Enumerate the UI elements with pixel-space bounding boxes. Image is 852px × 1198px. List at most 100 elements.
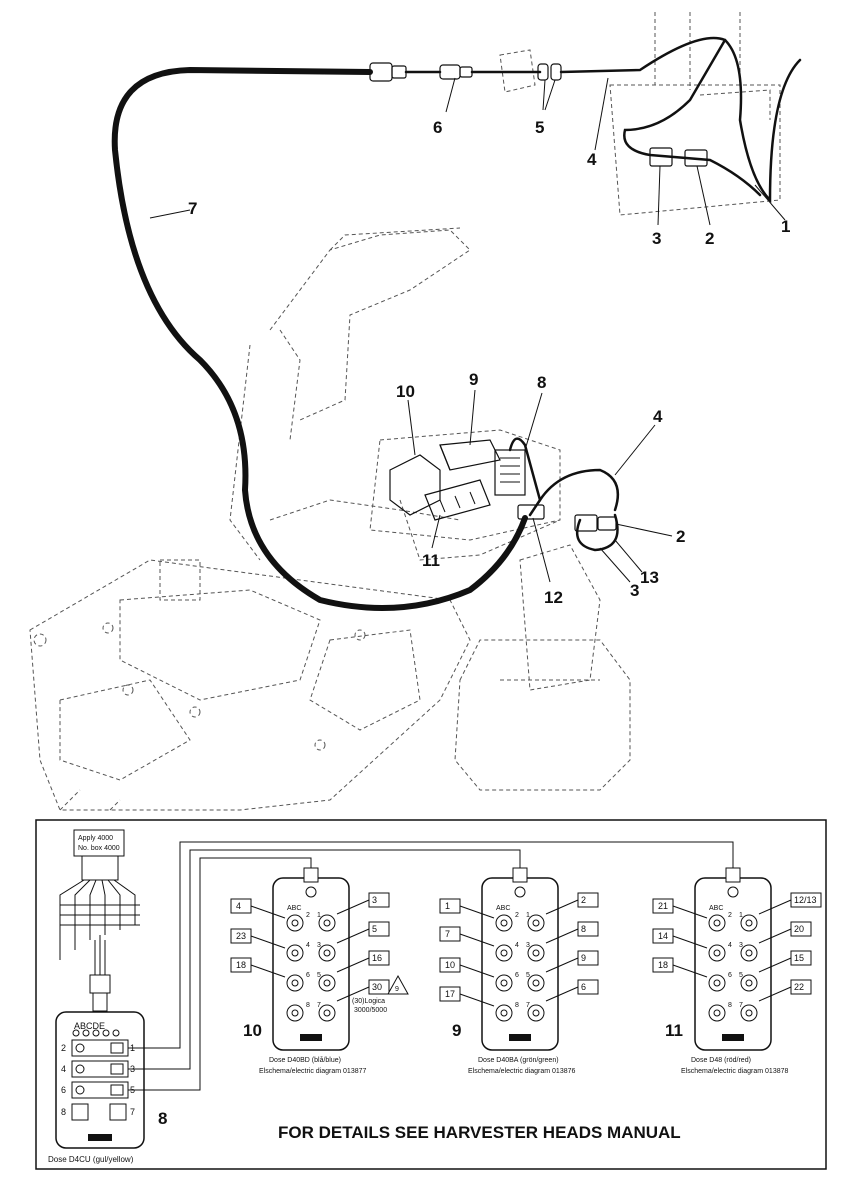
box10-caption-1: Dose D40BD (blå/blue) bbox=[269, 1056, 341, 1064]
box10-left-lead bbox=[250, 905, 286, 919]
cable-bundle: Apply 4000 No. box 4000 bbox=[59, 829, 140, 1012]
box9-stub bbox=[512, 867, 528, 883]
box10-pin-label: 2 bbox=[306, 912, 310, 919]
box9-left-lead bbox=[459, 993, 495, 1007]
note-line-1: (30)Logica bbox=[352, 998, 385, 1005]
box11-left-tag-label: 18 bbox=[658, 960, 668, 970]
box8-pin-4: 4 bbox=[61, 1064, 66, 1074]
box10-pin-label: 4 bbox=[306, 942, 310, 949]
box11-socket bbox=[708, 944, 726, 962]
tag-line-1: Apply 4000 bbox=[78, 835, 113, 842]
box9-right-tag-label: 2 bbox=[581, 895, 586, 905]
box10-socket-core bbox=[291, 1009, 299, 1017]
box9-right-lead bbox=[545, 899, 579, 915]
box8-caption: Dose D4CU (gul/yellow) bbox=[48, 1155, 134, 1164]
box10-pin-label: 6 bbox=[306, 972, 310, 979]
component-10 bbox=[389, 454, 441, 516]
box9-pin-label: 1 bbox=[526, 912, 530, 919]
box9-letters: ABC bbox=[496, 905, 510, 912]
callout-12: 12 bbox=[544, 588, 563, 607]
box9-left-tag-label: 10 bbox=[445, 960, 455, 970]
footer-note: FOR DETAILS SEE HARVESTER HEADS MANUAL bbox=[278, 1123, 681, 1142]
box9-socket bbox=[495, 914, 513, 932]
box11-right-lead bbox=[758, 957, 792, 973]
box10-right-lead bbox=[336, 928, 370, 944]
routing-wires bbox=[128, 841, 734, 1091]
box10-pin-label: 1 bbox=[317, 912, 321, 919]
connector-2-13-lower bbox=[574, 513, 619, 552]
box9-socket bbox=[527, 914, 545, 932]
box9-left-tag-label: 17 bbox=[445, 989, 455, 999]
box11-socket-core bbox=[745, 949, 753, 957]
box11-pin-label: 1 bbox=[739, 912, 743, 919]
cable-7 bbox=[111, 67, 528, 611]
box9-pin-label: 6 bbox=[515, 972, 519, 979]
callout-2-upper: 2 bbox=[705, 229, 714, 248]
box11-socket bbox=[740, 1004, 758, 1022]
box9-pin-label: 7 bbox=[526, 1002, 530, 1009]
box9-gland bbox=[514, 886, 526, 898]
box9-left-lead bbox=[459, 964, 495, 978]
box11-pin-label: 2 bbox=[728, 912, 732, 919]
box9-right-lead bbox=[545, 928, 579, 944]
box10-pin-label: 8 bbox=[306, 1002, 310, 1009]
box10-socket bbox=[286, 974, 304, 992]
box10-right-lead bbox=[336, 986, 370, 1002]
box8-pin-7: 7 bbox=[130, 1107, 135, 1117]
box10-socket-core bbox=[323, 919, 331, 927]
box10-socket-core bbox=[323, 1009, 331, 1017]
box10-right-tag-label: 3 bbox=[372, 895, 377, 905]
box9-pin-label: 4 bbox=[515, 942, 519, 949]
box9-socket bbox=[527, 944, 545, 962]
box11-pin-label: 7 bbox=[739, 1002, 743, 1009]
box8-letters: ABCDE bbox=[74, 1021, 105, 1031]
callout-3-upper: 3 bbox=[652, 229, 661, 248]
box11-letters: ABC bbox=[709, 905, 723, 912]
box10-socket bbox=[318, 1004, 336, 1022]
box10-socket bbox=[286, 1004, 304, 1022]
box9-caption-2: Elschema/electric diagram 013876 bbox=[468, 1068, 575, 1075]
box10-right-lead bbox=[336, 899, 370, 915]
component-11 bbox=[424, 479, 491, 521]
box9-right-lead bbox=[545, 986, 579, 1002]
wire-4-upper bbox=[559, 36, 802, 204]
callout-3-lower: 3 bbox=[630, 581, 639, 600]
box9-left-lead bbox=[459, 933, 495, 947]
callout-9: 9 bbox=[469, 370, 478, 389]
box9-socket-core bbox=[500, 919, 508, 927]
box10-right-tag-label: 16 bbox=[372, 953, 382, 963]
box11-pin-label: 5 bbox=[739, 972, 743, 979]
box10-caption-2: Elschema/electric diagram 013877 bbox=[259, 1068, 366, 1075]
box9-caption-1: Dose D40BA (grön/green) bbox=[478, 1057, 559, 1064]
box10-socket bbox=[286, 914, 304, 932]
component-9 bbox=[439, 439, 501, 471]
callout-4-upper: 4 bbox=[587, 150, 597, 169]
box9-socket bbox=[495, 974, 513, 992]
box10-pin-label: 5 bbox=[317, 972, 321, 979]
box9-right-tag-label: 8 bbox=[581, 924, 586, 934]
box9-socket-core bbox=[532, 979, 540, 987]
box11-plate bbox=[722, 1034, 744, 1041]
connector-2-3-upper bbox=[649, 147, 708, 167]
box11-left-lead bbox=[672, 935, 708, 949]
box11-left-lead bbox=[672, 964, 708, 978]
callouts: 6 5 4 1 2 3 7 10 9 8 4 2 13 3 12 11 bbox=[188, 118, 790, 607]
box8-pin-2: 2 bbox=[61, 1043, 66, 1053]
box9-socket bbox=[495, 944, 513, 962]
box10-right-tag-label: 5 bbox=[372, 924, 377, 934]
machine-outline bbox=[29, 12, 781, 811]
box9-socket-core bbox=[532, 919, 540, 927]
box11-socket-core bbox=[745, 919, 753, 927]
box10-stub bbox=[303, 867, 319, 883]
box9-socket-core bbox=[500, 1009, 508, 1017]
box8-pin-6: 6 bbox=[61, 1085, 66, 1095]
box9-right-tag-label: 9 bbox=[581, 953, 586, 963]
callout-6: 6 bbox=[433, 118, 442, 137]
box11-socket bbox=[708, 914, 726, 932]
box11-pin-label: 6 bbox=[728, 972, 732, 979]
box11-pin-label: 3 bbox=[739, 942, 743, 949]
box10-socket-core bbox=[291, 919, 299, 927]
callout-5: 5 bbox=[535, 118, 544, 137]
